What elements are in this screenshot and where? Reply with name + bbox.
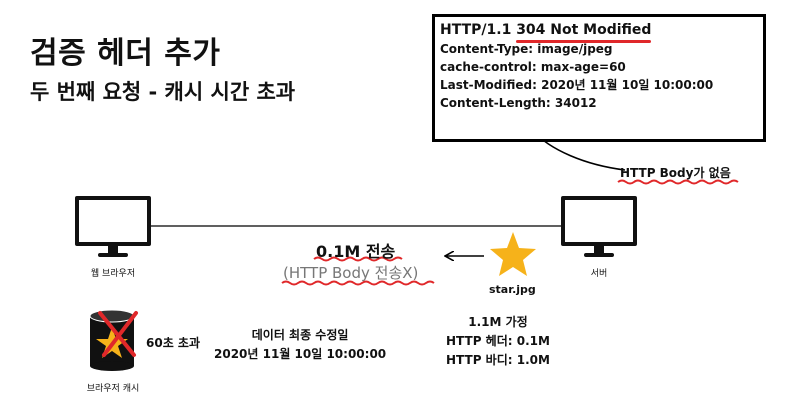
size-body: HTTP 바디: 1.0M	[446, 353, 550, 367]
client-monitor-icon	[75, 196, 151, 257]
status-prefix: HTTP/1.1	[440, 22, 517, 38]
no-body-note: HTTP Body가 없음	[620, 166, 731, 180]
header-cache-control: cache-control: max-age=60	[440, 60, 626, 74]
response-status-line: HTTP/1.1 304 Not Modified	[440, 21, 758, 43]
page-subtitle: 두 번째 요청 - 캐시 시간 초과	[30, 80, 296, 104]
transfer-size: 0.1M 전송	[316, 242, 396, 261]
transfer-note-underline	[281, 280, 435, 286]
header-content-type: Content-Type: image/jpeg	[440, 42, 613, 56]
size-total: 1.1M 가정	[468, 315, 528, 329]
transfer-size-underline	[313, 256, 403, 262]
cache-label: 브라우저 캐시	[86, 384, 140, 394]
resource-name: star.jpg	[489, 283, 536, 296]
last-modified-title: 데이터 최종 수정일	[251, 328, 349, 342]
client-label: 웹 브라우저	[90, 269, 136, 279]
response-box: HTTP/1.1 304 Not Modified Content-Type: …	[432, 14, 766, 142]
header-content-length: Content-Length: 34012	[440, 96, 597, 110]
star-icon	[490, 232, 536, 276]
status-code: 304 Not Modified	[516, 22, 652, 43]
server-monitor-icon	[561, 196, 637, 257]
resource-size-info: 1.1M 가정 HTTP 헤더: 0.1M HTTP 바디: 1.0M	[446, 313, 550, 370]
transfer-note: (HTTP Body 전송X)	[283, 264, 419, 282]
cache-cylinder-icon	[89, 309, 135, 371]
header-last-modified: Last-Modified: 2020년 11월 10일 10:00:00	[440, 78, 714, 92]
page-title: 검증 헤더 추가	[30, 36, 221, 71]
size-header: HTTP 헤더: 0.1M	[446, 334, 550, 348]
note-underline	[617, 179, 739, 185]
last-modified-date: 2020년 11월 10일 10:00:00	[214, 347, 387, 361]
server-label: 서버	[590, 269, 608, 279]
cache-expired-label: 60초 초과	[146, 336, 200, 350]
last-modified-info: 데이터 최종 수정일 2020년 11월 10일 10:00:00	[214, 326, 386, 364]
expired-cross-icon	[98, 311, 138, 357]
